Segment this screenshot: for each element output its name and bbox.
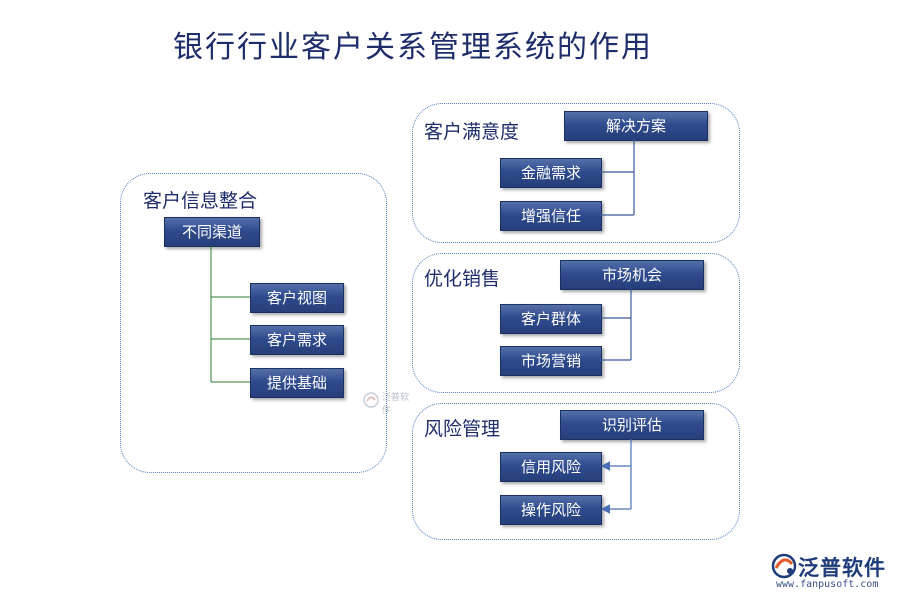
node-market-opportunity: 市场机会 xyxy=(560,260,704,290)
node-identify-assess: 识别评估 xyxy=(560,410,704,440)
node-customer-needs: 客户需求 xyxy=(250,325,344,355)
node-solutions: 解决方案 xyxy=(564,111,708,141)
watermark-center: 泛普软件 xyxy=(362,388,410,416)
group-label-customer-info: 客户信息整合 xyxy=(143,190,258,212)
node-customer-view: 客户视图 xyxy=(250,283,344,313)
node-credit-risk: 信用风险 xyxy=(500,452,602,482)
group-label-optimize-sales: 优化销售 xyxy=(424,268,501,290)
node-enhance-trust: 增强信任 xyxy=(500,201,602,231)
group-label-risk-management: 风险管理 xyxy=(424,418,501,440)
fanpu-logo-icon xyxy=(771,553,797,579)
node-operational-risk: 操作风险 xyxy=(500,495,602,525)
fanpu-logo-icon xyxy=(363,392,379,408)
fanpu-logo: 泛普软件 www.fanpusoft.com xyxy=(770,552,895,592)
node-financial-needs: 金融需求 xyxy=(500,158,602,188)
page-title: 银行行业客户关系管理系统的作用 xyxy=(173,30,653,65)
node-customer-groups: 客户群体 xyxy=(500,304,602,334)
group-label-customer-satisfaction: 客户满意度 xyxy=(424,121,520,143)
logo-url-text: www.fanpusoft.com xyxy=(776,579,879,590)
watermark-center-text: 泛普软件 xyxy=(382,393,410,416)
node-different-channels: 不同渠道 xyxy=(164,217,260,247)
node-marketing: 市场营销 xyxy=(500,346,602,376)
node-provide-basis: 提供基础 xyxy=(250,368,344,398)
logo-brand-text: 泛普软件 xyxy=(798,556,886,580)
